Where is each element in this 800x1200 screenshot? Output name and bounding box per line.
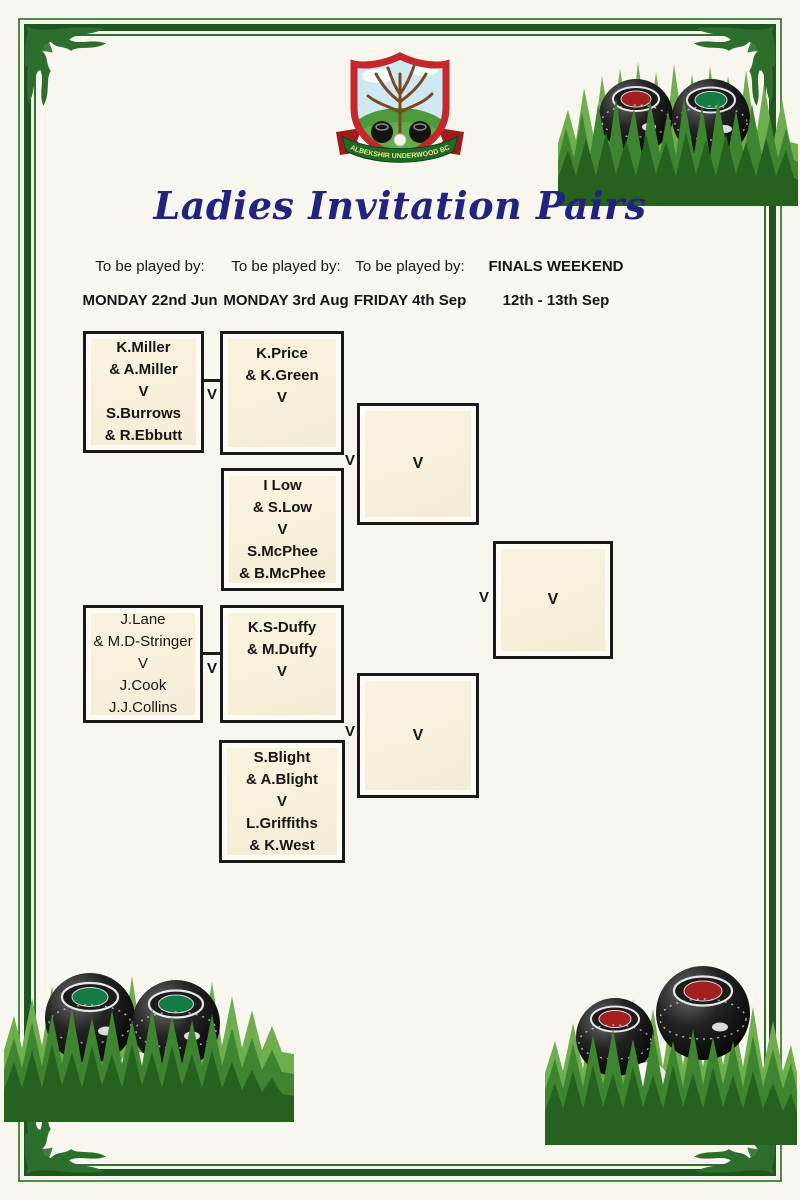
bracket-connector-line bbox=[203, 379, 220, 382]
team-line: K.S-Duffy bbox=[247, 619, 317, 636]
column-header-line2: MONDAY 3rd Aug bbox=[223, 292, 349, 309]
column-header-round2: To be played by: MONDAY 3rd Aug bbox=[206, 258, 366, 309]
team-line: & R.Ebbutt bbox=[104, 427, 183, 444]
match-box-fill bbox=[365, 411, 471, 517]
column-header-finals: FINALS WEEKEND 12th - 13th Sep bbox=[476, 258, 636, 309]
team-line: J.Cook bbox=[119, 677, 167, 694]
versus-line: V bbox=[276, 663, 287, 680]
club-crest-logo: ALBEKSHIR UNDERWOOD BC bbox=[336, 52, 464, 163]
crest-jack bbox=[393, 133, 407, 147]
grass-front bbox=[4, 1044, 294, 1122]
team-line: & K.West bbox=[249, 836, 315, 854]
team-line: & M.Duffy bbox=[247, 641, 317, 658]
column-header-round1: To be played by: MONDAY 22nd Jun bbox=[70, 258, 230, 309]
match-box-lane-vs-cook: J.Lane & M.D-Stringer V J.Cook J.J.Colli… bbox=[83, 605, 203, 723]
match-box-low-vs-mcphee: I Low & S.Low V S.McPhee & B.McPhee bbox=[221, 468, 344, 591]
match-box-fill bbox=[91, 339, 196, 445]
team-line: K.Miller bbox=[116, 339, 171, 356]
match-box-fill bbox=[501, 549, 605, 651]
match-box-final: V bbox=[493, 541, 613, 659]
column-header-line1: To be played by: bbox=[231, 258, 341, 275]
match-box-miller-vs-burrows: K.Miller & A.Miller V S.Burrows & R.Ebbu… bbox=[83, 331, 204, 453]
match-box-fill bbox=[228, 339, 336, 447]
versus-label: V bbox=[478, 589, 489, 606]
team-line: S.Blight bbox=[253, 748, 311, 766]
team-line: S.McPhee bbox=[247, 542, 318, 560]
team-line: K.Price bbox=[256, 345, 308, 362]
match-box-fill bbox=[91, 613, 195, 715]
team-line: I Low bbox=[263, 476, 302, 494]
team-line: & A.Blight bbox=[246, 770, 318, 788]
team-line: L.Griffiths bbox=[246, 814, 318, 832]
column-header-line2: 12th - 13th Sep bbox=[502, 292, 610, 309]
versus-line: V bbox=[277, 520, 288, 538]
match-box-price-green: K.Price & K.Green V bbox=[220, 331, 344, 455]
match-box-fill bbox=[228, 613, 336, 715]
match-box-fill bbox=[227, 748, 337, 855]
match-box-fill bbox=[365, 681, 471, 790]
crest-banner bbox=[341, 134, 459, 163]
match-box-blight-vs-griffiths: S.Blight & A.Blight V L.Griffiths & K.We… bbox=[219, 740, 345, 863]
versus-label: V bbox=[344, 452, 355, 469]
match-box-semifinal-2: V bbox=[357, 673, 479, 798]
grass-front bbox=[558, 132, 798, 206]
grass-front bbox=[545, 1065, 797, 1145]
team-line: & M.D-Stringer bbox=[93, 633, 193, 650]
match-box-fill bbox=[229, 476, 336, 583]
bowls-image-bottom-left bbox=[4, 973, 294, 1122]
team-line: & B.McPhee bbox=[239, 564, 326, 582]
column-header-line1: To be played by: bbox=[95, 258, 205, 275]
versus-label: V bbox=[344, 723, 355, 740]
column-header-line1: FINALS WEEKEND bbox=[488, 258, 624, 275]
team-line: J.J.Collins bbox=[108, 699, 178, 716]
bowls-image-top-right bbox=[558, 62, 798, 206]
versus-line: V bbox=[412, 455, 424, 472]
column-header-semifinals: To be played by: FRIDAY 4th Sep bbox=[330, 258, 490, 309]
versus-line: V bbox=[276, 792, 287, 810]
team-line: J.Lane bbox=[120, 611, 166, 628]
match-box-duffy: K.S-Duffy & M.Duffy V bbox=[220, 605, 344, 723]
corner-flourish-icon bbox=[694, 25, 776, 106]
corner-flourish-icon bbox=[24, 25, 106, 106]
team-line: & A.Miller bbox=[109, 361, 178, 378]
team-line: & K.Green bbox=[245, 367, 319, 384]
versus-line: V bbox=[276, 389, 287, 406]
column-header-line2: MONDAY 22nd Jun bbox=[82, 292, 218, 309]
team-line: & S.Low bbox=[252, 498, 313, 516]
versus-label: V bbox=[206, 386, 217, 403]
versus-line: V bbox=[412, 726, 424, 744]
versus-line: V bbox=[138, 383, 149, 400]
bracket-connector-line bbox=[203, 652, 220, 655]
versus-line: V bbox=[547, 591, 559, 608]
bowls-image-bottom-right bbox=[545, 966, 797, 1145]
match-box-semifinal-1: V bbox=[357, 403, 479, 525]
column-header-line2: FRIDAY 4th Sep bbox=[353, 292, 467, 309]
versus-line: V bbox=[137, 655, 148, 672]
crest-tree bbox=[366, 64, 434, 142]
versus-label: V bbox=[206, 660, 217, 677]
page-title: Ladies Invitation Pairs bbox=[153, 183, 647, 228]
column-header-line1: To be played by: bbox=[355, 258, 465, 275]
team-line: S.Burrows bbox=[105, 405, 181, 422]
